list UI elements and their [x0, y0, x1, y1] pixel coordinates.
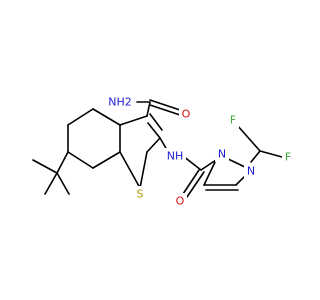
bond-30	[250, 150, 261, 163]
bond-8	[92, 151, 121, 169]
molecule-structure: NH2 O NH S O N N F	[32, 94, 294, 209]
bond-25	[203, 159, 217, 186]
atom-nh2: NH2	[107, 94, 133, 110]
label-f-right: F	[285, 151, 291, 164]
label-pyrazole-n2: N	[218, 148, 226, 161]
atom-carbonyl-o: O	[173, 193, 187, 209]
label-nh: NH	[167, 150, 184, 163]
atom-amide-o: O	[179, 106, 193, 122]
bond-15	[119, 151, 141, 189]
bond-12	[149, 113, 163, 131]
bond-19	[149, 104, 181, 116]
atom-f-right: F	[282, 149, 294, 165]
atom-f-top: F	[227, 112, 239, 128]
atom-labels: NH2 O NH S O N N F	[107, 94, 294, 209]
label-amide-o: O	[182, 108, 191, 121]
bond-16	[146, 101, 151, 117]
bond-1	[44, 172, 58, 195]
label-nh2: NH2	[108, 96, 132, 109]
bond-9	[67, 151, 94, 169]
bond-10	[119, 115, 148, 126]
atom-nh: NH	[164, 148, 186, 164]
bond-3	[56, 151, 69, 174]
bond-5	[67, 108, 94, 126]
bond-13	[146, 137, 161, 153]
label-pyrazole-n1: N	[247, 165, 255, 178]
bond-32	[259, 150, 283, 158]
bond-31	[236, 124, 261, 152]
label-s: S	[137, 188, 144, 201]
bond-14	[139, 151, 148, 189]
bond-24	[200, 159, 217, 171]
bond-11	[147, 122, 161, 139]
atom-s: S	[133, 186, 147, 202]
label-carbonyl-o: O	[176, 195, 185, 208]
bonds	[32, 99, 283, 198]
bond-29	[225, 157, 248, 169]
bond-2	[56, 172, 70, 195]
bond-23	[186, 171, 205, 198]
bond-0	[32, 159, 58, 174]
bond-18	[149, 99, 181, 111]
atom-pyrazole-n1: N	[244, 163, 258, 179]
atom-pyrazole-n2: N	[215, 146, 229, 162]
bond-22	[182, 169, 200, 195]
bond-6	[92, 108, 121, 126]
label-f-top: F	[230, 114, 236, 127]
